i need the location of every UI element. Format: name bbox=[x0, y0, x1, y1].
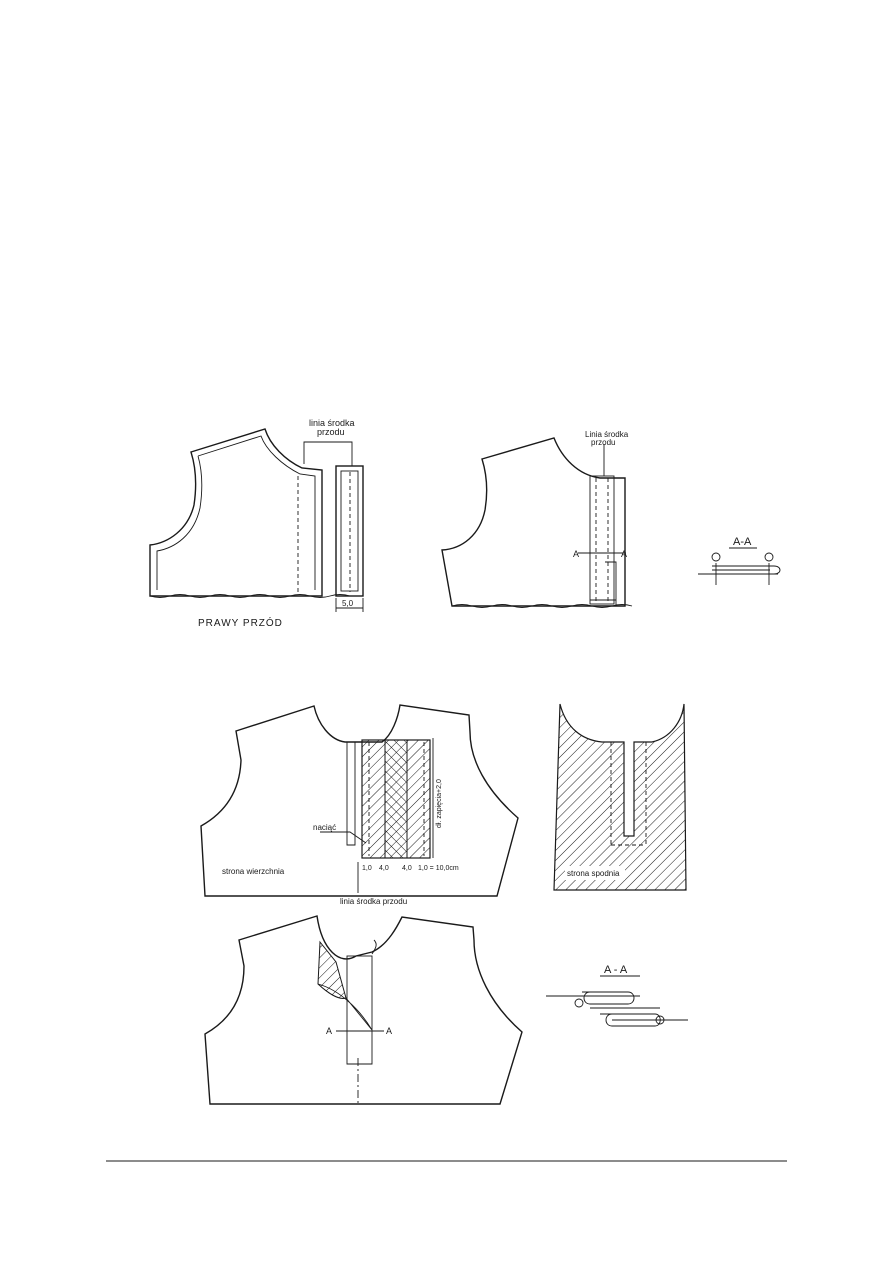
section-layers-1 bbox=[698, 563, 781, 585]
center-line-label-1-b: przodu bbox=[317, 427, 345, 437]
width-value: 5,0 bbox=[342, 599, 354, 608]
figure-inner-side: strona spodnia bbox=[553, 703, 687, 891]
dim-4: 1,0 = 10,0cm bbox=[418, 865, 459, 872]
figure-caption: PRAWY PRZÓD bbox=[198, 616, 283, 629]
dimension-vertical: dł. zapięcia+2,0 bbox=[436, 779, 443, 828]
section-title-2: A - A bbox=[604, 964, 628, 976]
placket-rect bbox=[589, 475, 615, 605]
dim-2: 4,0 bbox=[379, 865, 389, 872]
placket-finished-lower bbox=[346, 1031, 373, 1065]
collar-flap bbox=[317, 983, 373, 1031]
section-marker-left: A bbox=[573, 549, 579, 559]
dim-1: 1,0 bbox=[362, 865, 372, 872]
facing-hatched-mid bbox=[384, 739, 408, 859]
thread-tail bbox=[371, 939, 377, 955]
center-line-label-1-a: linia środka bbox=[309, 418, 355, 428]
facing-dash-lines bbox=[368, 742, 425, 856]
cut-slit bbox=[346, 742, 356, 846]
section-title-1: A-A bbox=[733, 536, 752, 548]
pointer-lines bbox=[303, 441, 353, 466]
figure-section-aa-1: A-A bbox=[698, 536, 781, 585]
outer-front-outline bbox=[200, 704, 519, 897]
placket-finished bbox=[346, 955, 373, 1032]
pin-right-2 bbox=[655, 1015, 665, 1025]
inner-side-fill bbox=[553, 703, 687, 891]
width-dimension bbox=[335, 598, 364, 612]
inner-slit-edge bbox=[610, 742, 647, 846]
section-marker-left-6: A bbox=[326, 1026, 332, 1036]
front-piece-outline bbox=[149, 428, 323, 597]
wavy-bottom-1 bbox=[149, 594, 351, 598]
pin-right bbox=[764, 552, 774, 562]
center-line-label-2-b: przodu bbox=[591, 438, 615, 447]
finished-front-outline bbox=[204, 915, 523, 1105]
section-layers-2 bbox=[546, 991, 688, 1027]
center-line-label-2-a: Linia środka bbox=[585, 430, 629, 439]
figure-section-aa-2: A - A bbox=[546, 964, 688, 1027]
placket-lower-strip bbox=[590, 561, 617, 606]
pin-left bbox=[711, 552, 721, 562]
side-label-outer: strona wierzchnia bbox=[222, 867, 285, 876]
inner-label-bg bbox=[565, 866, 625, 880]
front-outline-2 bbox=[441, 437, 626, 607]
center-line-label-4: linia środka przodu bbox=[340, 897, 407, 906]
wavy-bottom-2 bbox=[451, 604, 633, 608]
facing-strip bbox=[335, 465, 364, 597]
cut-pointer bbox=[320, 831, 367, 844]
pin-left-2 bbox=[574, 998, 584, 1008]
front-piece-seam-allowance bbox=[156, 435, 316, 590]
figure-outer-side: dł. zapięcia+2,0 naciąć strona wierzchni… bbox=[200, 704, 519, 906]
figure-finished-front: A A bbox=[204, 915, 523, 1105]
cut-label: naciąć bbox=[313, 823, 336, 832]
facing-strip-inner bbox=[340, 470, 359, 592]
section-marker-right-6: A bbox=[386, 1026, 392, 1036]
dim-3: 4,0 bbox=[402, 865, 412, 872]
section-marker-right: A bbox=[621, 549, 627, 559]
side-label-inner: strona spodnia bbox=[567, 869, 620, 878]
